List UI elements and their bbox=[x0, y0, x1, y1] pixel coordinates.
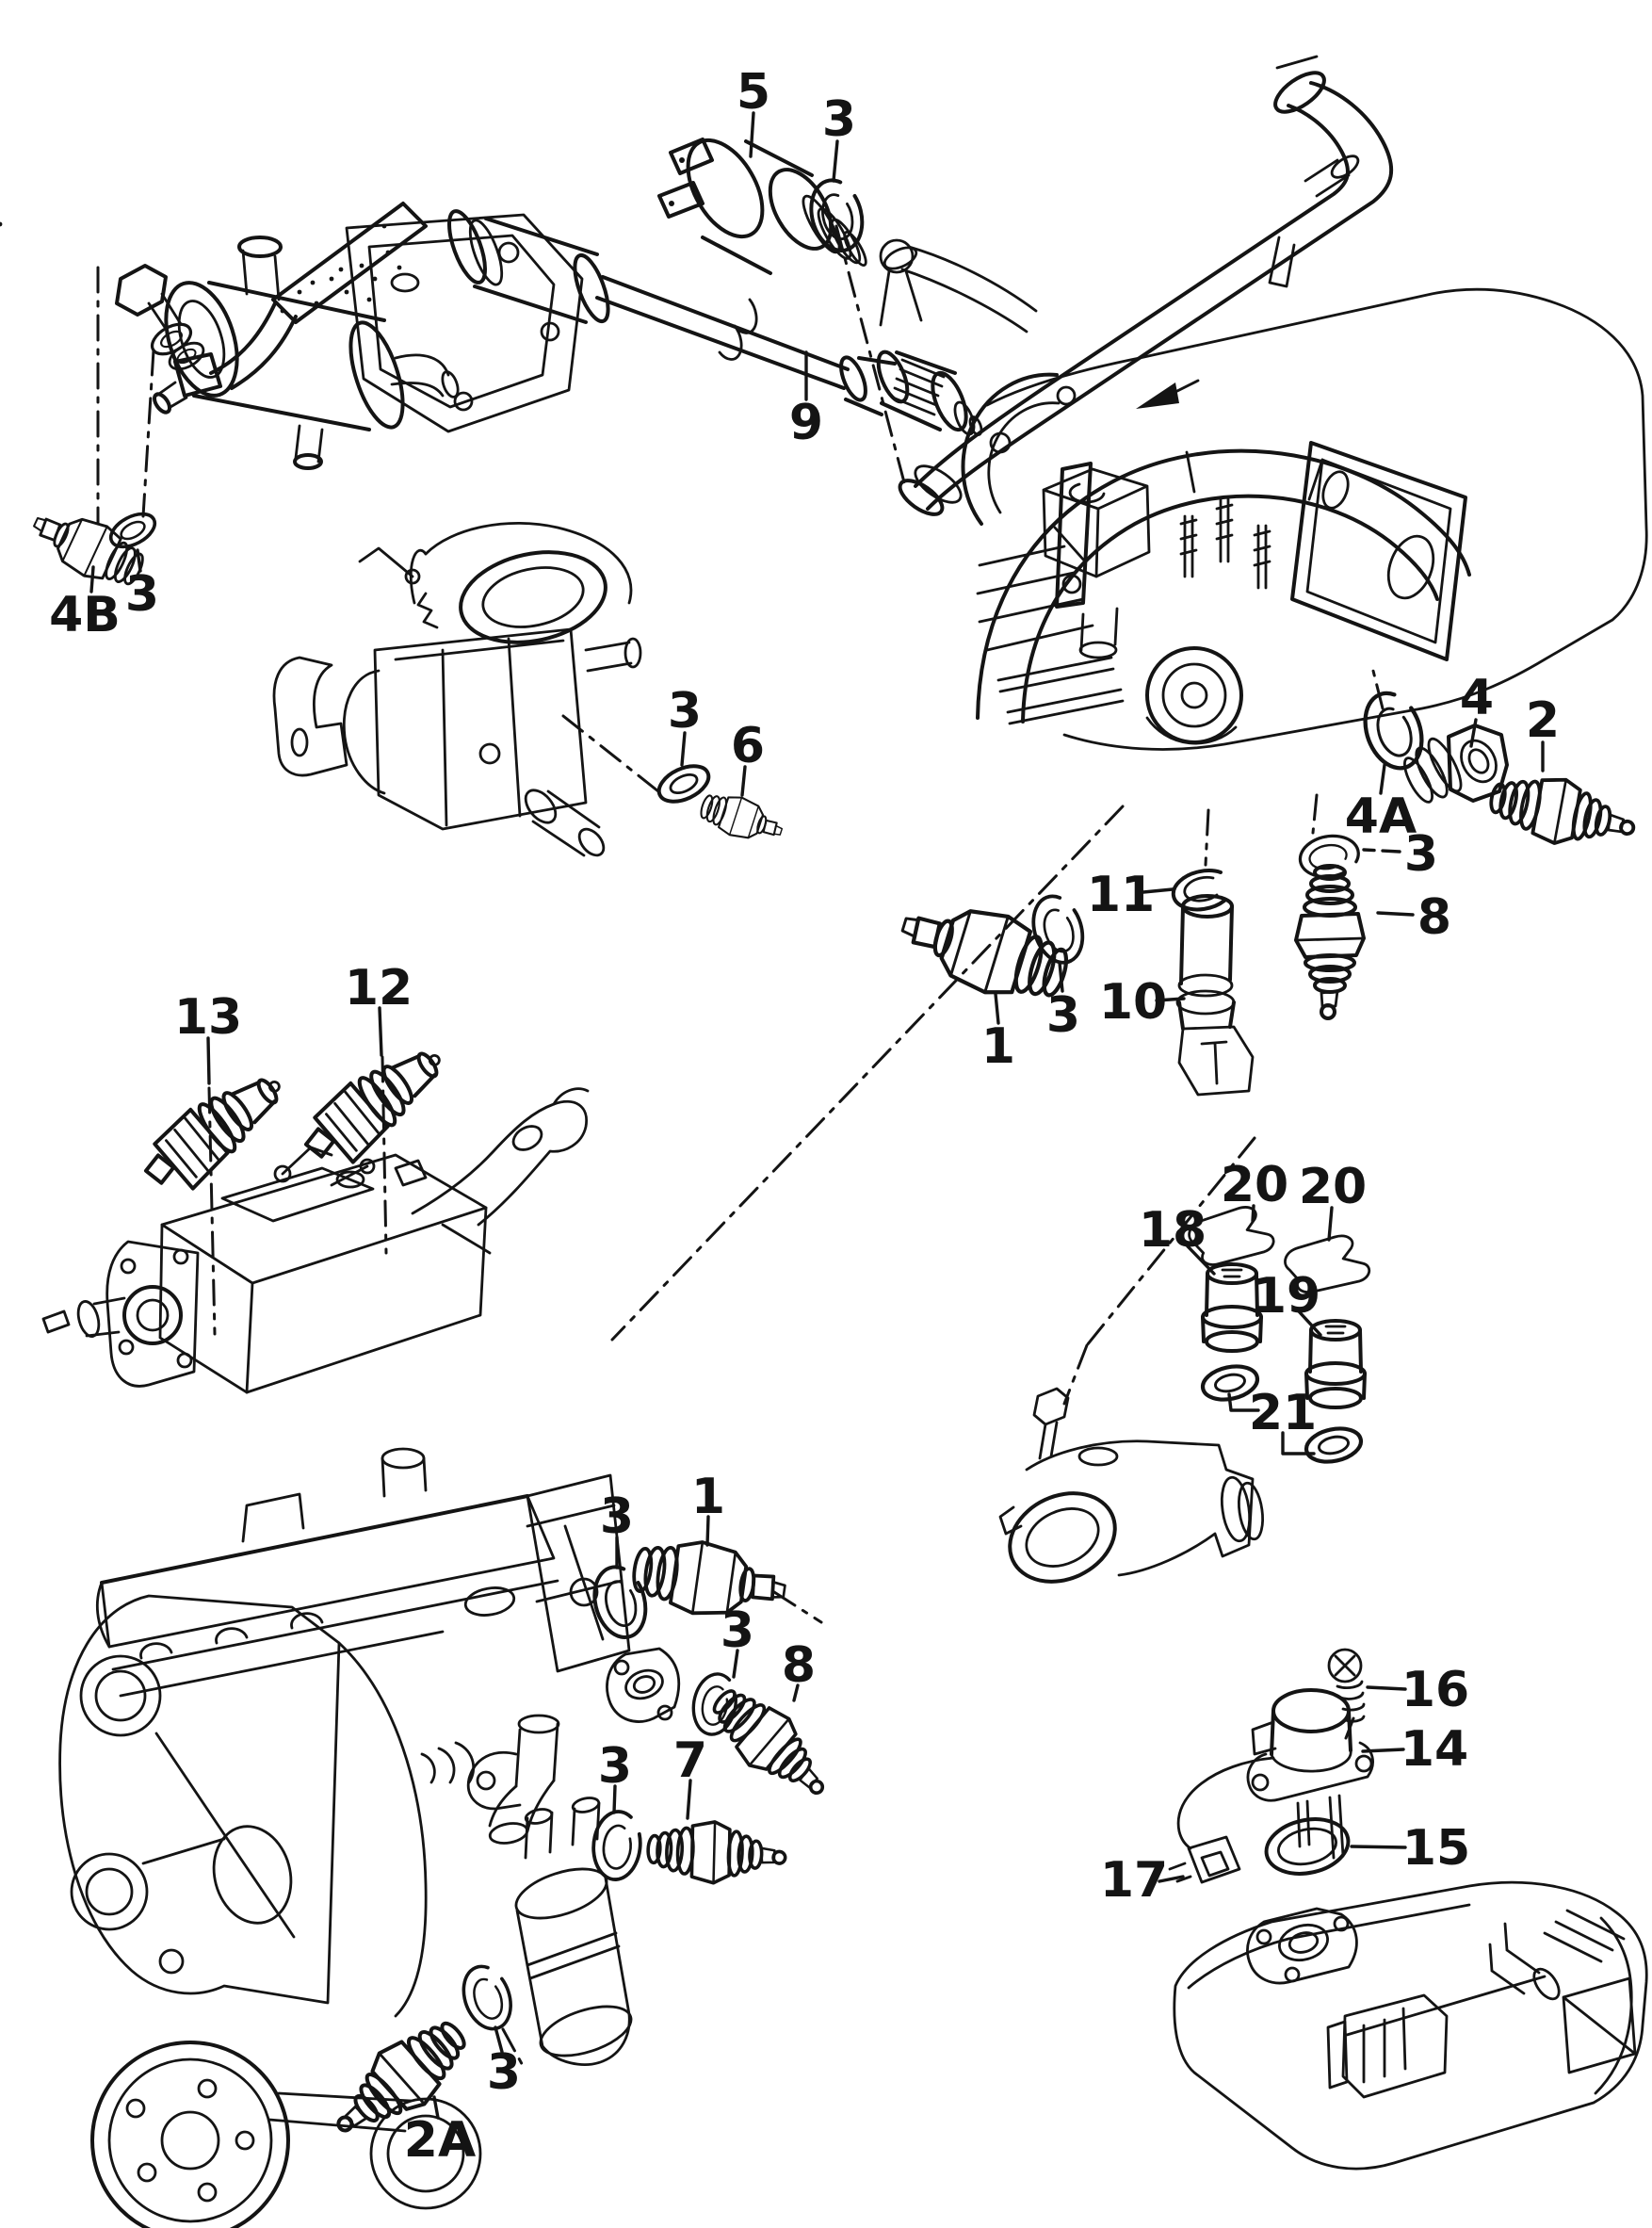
callout-3-23[interactable]: 3 bbox=[600, 1488, 634, 1545]
callout-1-24[interactable]: 1 bbox=[691, 1469, 725, 1525]
leader-line bbox=[705, 1515, 710, 1547]
banjo-fitting-hose bbox=[0, 202, 428, 415]
callout-2-8[interactable]: 2 bbox=[1526, 692, 1560, 749]
sensor-flange bbox=[606, 1647, 681, 1723]
seal-washer-3-left bbox=[104, 505, 162, 556]
callout-19-21[interactable]: 19 bbox=[1253, 1268, 1320, 1325]
leader-line bbox=[1362, 848, 1401, 854]
injection-pump bbox=[41, 1087, 590, 1394]
o-ring-3-bottom bbox=[453, 1958, 521, 2038]
leader-line bbox=[1251, 1204, 1255, 1223]
callout-3-14[interactable]: 3 bbox=[1046, 987, 1080, 1044]
callout-3-27[interactable]: 3 bbox=[598, 1738, 632, 1795]
callout-3-1[interactable]: 3 bbox=[822, 91, 856, 148]
temp-sensor-2 bbox=[1483, 763, 1643, 861]
leader-line bbox=[792, 1683, 800, 1702]
callout-15-33[interactable]: 15 bbox=[1402, 1820, 1470, 1877]
speedometer-cable bbox=[447, 209, 983, 436]
callout-10-13[interactable]: 10 bbox=[1099, 974, 1167, 1031]
leader-line bbox=[1379, 763, 1386, 795]
callout-18-20[interactable]: 18 bbox=[1139, 1202, 1207, 1259]
flow-arrow-icon bbox=[1136, 379, 1200, 409]
leader-line bbox=[1327, 1206, 1334, 1242]
leader-line bbox=[1186, 1244, 1216, 1276]
cylinder-head-assembly bbox=[58, 1447, 633, 2228]
pump-bracket-assembly bbox=[164, 213, 584, 470]
callout-8-11[interactable]: 8 bbox=[1417, 889, 1451, 946]
leader-line bbox=[832, 139, 839, 183]
leader-line bbox=[89, 565, 95, 594]
leader-line bbox=[1158, 1875, 1185, 1883]
leader-line bbox=[612, 1784, 617, 1814]
connector-17 bbox=[1168, 1756, 1275, 1884]
leader-line bbox=[1366, 1685, 1407, 1691]
sealing-plug-4 bbox=[1403, 724, 1509, 804]
temp-sensor-7 bbox=[644, 1816, 789, 1889]
leader-line bbox=[494, 2025, 504, 2054]
leader-line bbox=[749, 111, 755, 158]
leader-line bbox=[432, 2095, 440, 2120]
callout-21-22[interactable]: 21 bbox=[1249, 1385, 1317, 1441]
leader-line bbox=[1058, 961, 1064, 993]
leader-line bbox=[1227, 1392, 1260, 1412]
leader-line bbox=[1297, 1309, 1322, 1337]
callout-4A-9[interactable]: 4A bbox=[1345, 789, 1417, 845]
callout-12-17[interactable]: 12 bbox=[345, 960, 413, 1016]
callout-6-6[interactable]: 6 bbox=[731, 718, 765, 774]
leader-line bbox=[1350, 1845, 1407, 1849]
callout-3-4[interactable]: 3 bbox=[125, 566, 159, 623]
callout-16-31[interactable]: 16 bbox=[1401, 1662, 1469, 1718]
callout-4B-3[interactable]: 4B bbox=[49, 587, 121, 643]
temp-sensor-1-cover bbox=[627, 1531, 791, 1628]
callout-14-32[interactable]: 14 bbox=[1401, 1721, 1468, 1778]
coolant-sensor-8-right bbox=[1294, 864, 1366, 1020]
callout-7-28[interactable]: 7 bbox=[673, 1732, 707, 1789]
leader-line bbox=[686, 1779, 692, 1820]
callout-4-7[interactable]: 4 bbox=[1460, 670, 1494, 726]
callout-17-34[interactable]: 17 bbox=[1100, 1852, 1168, 1909]
callout-20-19[interactable]: 20 bbox=[1299, 1159, 1367, 1215]
leader-line bbox=[206, 1036, 211, 1085]
callout-8-26[interactable]: 8 bbox=[782, 1637, 816, 1694]
callout-3-10[interactable]: 3 bbox=[1404, 826, 1438, 883]
engine-assembly bbox=[879, 238, 1648, 751]
callout-1-15[interactable]: 1 bbox=[981, 1018, 1015, 1075]
callout-5-0[interactable]: 5 bbox=[737, 64, 770, 121]
callout-2A-30[interactable]: 2A bbox=[404, 2112, 476, 2169]
callout-3-25[interactable]: 3 bbox=[721, 1602, 754, 1659]
thermo-switch-5 bbox=[657, 138, 867, 275]
leader-line bbox=[1361, 1748, 1405, 1753]
leader-line bbox=[1281, 1431, 1316, 1456]
leader-line bbox=[1469, 718, 1478, 748]
thermostat-housing bbox=[998, 1387, 1264, 1584]
screw-16 bbox=[1327, 1648, 1366, 1723]
switch-12 bbox=[290, 1032, 462, 1180]
callout-20-18[interactable]: 20 bbox=[1221, 1157, 1288, 1213]
o-ring-4A bbox=[1355, 685, 1432, 775]
leader-line bbox=[740, 765, 747, 797]
callout-3-29[interactable]: 3 bbox=[487, 2044, 521, 2101]
callout-9-2[interactable]: 9 bbox=[789, 395, 823, 451]
leader-line bbox=[378, 1006, 383, 1057]
leader-line bbox=[136, 548, 142, 573]
callout-3-5[interactable]: 3 bbox=[668, 683, 702, 740]
gasket-15 bbox=[1264, 1817, 1351, 1876]
leader-line bbox=[732, 1649, 739, 1679]
expansion-tank bbox=[1173, 1880, 1648, 2171]
leader-line bbox=[1142, 887, 1174, 894]
vent-valve-14 bbox=[1246, 1688, 1374, 1860]
glow-element-10 bbox=[1175, 894, 1255, 1097]
carburetor bbox=[272, 522, 642, 857]
circlip-11 bbox=[1171, 869, 1226, 912]
leader-line bbox=[1155, 997, 1186, 1002]
callout-13-16[interactable]: 13 bbox=[174, 989, 242, 1046]
leader-line bbox=[1376, 911, 1415, 917]
coolant-sensor-8-cover bbox=[698, 1673, 845, 1814]
leader-line bbox=[994, 992, 1000, 1025]
leader-line bbox=[680, 731, 687, 767]
callout-11-12[interactable]: 11 bbox=[1087, 867, 1155, 923]
